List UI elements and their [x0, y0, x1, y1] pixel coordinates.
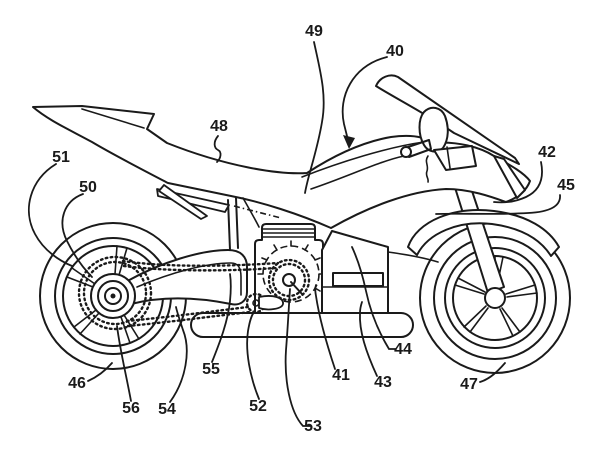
- ref-label-52: 52: [249, 398, 267, 415]
- rear-axle-dot: [110, 293, 116, 299]
- tail-seam-line: [81, 108, 145, 129]
- hidden-frame-line: [233, 205, 282, 219]
- ref-label-51: 51: [52, 149, 70, 166]
- rear-sprocket-ring-inner: [82, 260, 148, 326]
- tank-crease-lower: [310, 155, 405, 190]
- headlight-slash: [493, 155, 526, 199]
- ref-label-49: 49: [305, 23, 323, 40]
- leader-44: [351, 246, 397, 350]
- ref-label-48: 48: [210, 118, 228, 135]
- mirror-pod: [418, 106, 449, 153]
- ref-label-54: 54: [158, 401, 176, 418]
- leader-46: [87, 362, 113, 382]
- cockpit: [375, 74, 526, 199]
- ref-label-41: 41: [332, 367, 350, 384]
- swingarm-inner-line: [136, 262, 242, 296]
- leader-54: [169, 306, 188, 403]
- rear-hub: [104, 287, 122, 305]
- leader-lines: [27, 41, 561, 427]
- cylinder-fins: [261, 228, 316, 238]
- tank-crease-upper: [301, 141, 425, 178]
- rear-hub-mid: [97, 280, 129, 312]
- windscreen: [375, 74, 520, 165]
- leader-56: [116, 325, 132, 402]
- chain-drive: [121, 258, 311, 328]
- leader-41: [314, 284, 336, 370]
- ref-label-56: 56: [122, 400, 140, 417]
- rear-sprocket: [77, 255, 153, 331]
- leader-49: [304, 41, 325, 194]
- leader-53: [284, 288, 311, 427]
- leader-48: [213, 135, 222, 163]
- swingarm: [123, 197, 248, 306]
- ref-label-50: 50: [79, 179, 97, 196]
- handlebar-end: [400, 146, 412, 158]
- idler-hub: [252, 299, 260, 307]
- leader-52: [246, 310, 260, 400]
- cable-squiggle: [425, 155, 429, 183]
- leader-40-arrowhead: [343, 135, 355, 149]
- bracket-arm-2: [158, 184, 208, 220]
- leader-51: [27, 163, 73, 267]
- handlebar: [407, 139, 432, 158]
- ref-label-55: 55: [202, 361, 220, 378]
- leader-43: [359, 301, 378, 377]
- ref-label-40: 40: [386, 43, 404, 60]
- ref-label-43: 43: [374, 374, 392, 391]
- front-rim: [444, 247, 546, 349]
- footpeg-bracket: [156, 184, 282, 220]
- ref-label-53: 53: [304, 418, 322, 435]
- rear-sprocket-ring-outer: [77, 255, 153, 331]
- leader-47: [479, 362, 506, 383]
- ref-label-45: 45: [557, 177, 575, 194]
- battery-box: [321, 230, 389, 314]
- leader-40: [341, 56, 388, 141]
- leader-45: [435, 194, 561, 215]
- leader-50: [61, 193, 93, 278]
- frame-to-engine-line: [242, 197, 260, 228]
- controller-module: [332, 272, 384, 287]
- panel-inner-line: [446, 146, 451, 169]
- lower-cowl-line: [387, 251, 439, 263]
- ref-label-47: 47: [460, 376, 478, 393]
- leader-42: [493, 161, 543, 204]
- triple-clamp-panel: [433, 145, 477, 171]
- crank-line: [290, 281, 303, 295]
- ref-label-42: 42: [538, 144, 556, 161]
- front-tire-inner: [433, 236, 557, 360]
- ref-label-44: 44: [394, 341, 412, 358]
- ref-label-46: 46: [68, 375, 86, 392]
- chain-lower-run: [125, 305, 252, 328]
- chain-upper-run: [121, 259, 280, 272]
- front-fender: [407, 209, 560, 257]
- leader-55: [211, 273, 232, 363]
- tensioner-arm: [258, 295, 284, 311]
- front-hub: [484, 287, 506, 309]
